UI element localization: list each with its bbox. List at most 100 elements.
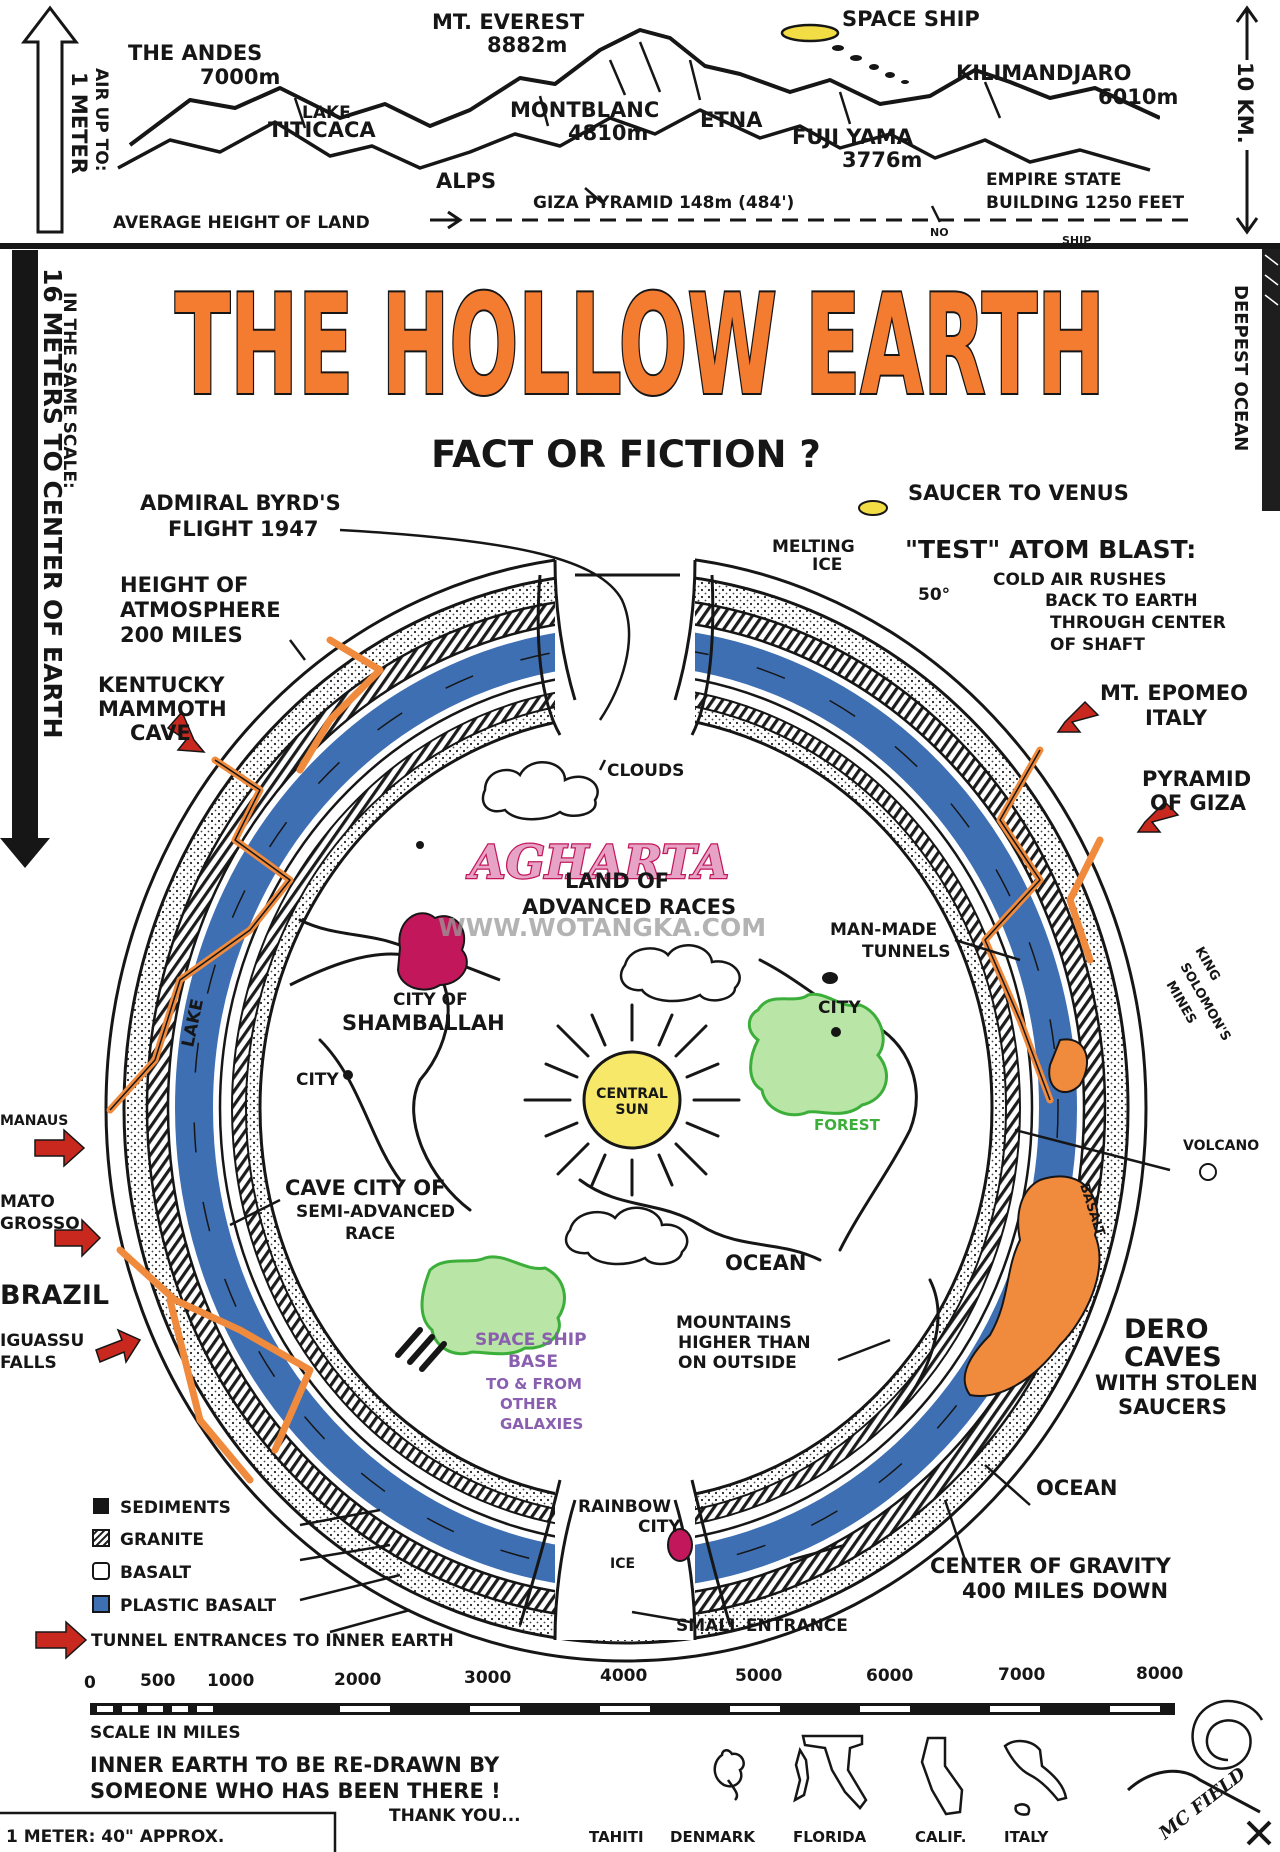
label-stolen-2: SAUCERS [1118, 1395, 1227, 1419]
scale-tick-7000: 7000 [998, 1665, 1045, 1685]
label-dero-2: CAVES [1124, 1342, 1222, 1373]
label-pyramid-1: PYRAMID [1142, 767, 1251, 791]
central-sun [523, 1003, 741, 1197]
label-avg-height: AVERAGE HEIGHT OF LAND [113, 213, 370, 233]
label-air-1: AIR UP TO: [91, 68, 111, 172]
label-stolen-1: WITH STOLEN [1095, 1371, 1258, 1395]
space-ship-trail [832, 45, 909, 84]
label-atom-5: OF SHAFT [1050, 635, 1145, 655]
label-cave-city-1: CAVE CITY OF [285, 1176, 445, 1200]
legend-item-granite: GRANITE [120, 1530, 204, 1550]
scale-tick-3000: 3000 [464, 1668, 511, 1688]
label-gravity-1: CENTER OF GRAVITY [930, 1554, 1172, 1578]
scale-tick-4000: 4000 [600, 1666, 647, 1686]
label-epomeo-1: MT. EPOMEO [1100, 681, 1248, 705]
rainbow-city-icon [667, 1528, 693, 1562]
label-atmosphere-3: 200 MILES [120, 623, 243, 647]
label-cave-city-3: RACE [345, 1224, 395, 1244]
label-andes-2: 7000m [200, 65, 280, 89]
label-mato-2: GROSSO [0, 1214, 80, 1234]
down-arrow-icon [0, 250, 50, 868]
mountain-ridge-front [117, 108, 1151, 172]
label-iguassu-2: FALLS [0, 1353, 57, 1373]
map-label-california: CALIF. [915, 1828, 967, 1846]
sediments-swatch-icon [93, 1498, 109, 1514]
north-shaft [536, 559, 715, 736]
scale-tick-0: 0 [84, 1673, 96, 1693]
red-arrow-icon [1136, 800, 1180, 833]
label-atmosphere-1: HEIGHT OF [120, 573, 248, 597]
label-clouds: CLOUDS [607, 761, 684, 781]
label-kentucky-3: CAVE [130, 721, 191, 745]
label-melting-2: ICE [812, 555, 842, 575]
label-atom-3: BACK TO EARTH [1045, 591, 1198, 611]
label-tiny-no: NO [930, 226, 949, 239]
scale-tick-1000: 1000 [207, 1671, 254, 1691]
label-land-1: LAND OF [565, 869, 669, 893]
spiral-icon [1191, 1699, 1264, 1770]
scale-tick-5000: 5000 [735, 1666, 782, 1686]
label-rainbow-2: CITY [638, 1517, 681, 1537]
label-manaus: MANAUS [0, 1113, 68, 1129]
poster-title: THE HOLLOW EARTH [175, 265, 1105, 426]
legend-item-sediments: SEDIMENTS [120, 1498, 231, 1518]
map-label-tahiti: TAHITI [589, 1828, 644, 1846]
ten-km-scale: 10 KM. [1232, 5, 1262, 235]
label-space-ship-top: SPACE SHIP [842, 7, 980, 31]
red-arrow-icon [1056, 700, 1100, 733]
label-land-2: ADVANCED RACES [522, 895, 736, 919]
label-titicaca-1: LAKE [302, 103, 351, 123]
note-line-1: INNER EARTH TO BE RE-DRAWN BY [90, 1753, 500, 1777]
label-everest-1: MT. EVEREST [432, 10, 585, 34]
label-gravity-2: 400 MILES DOWN [962, 1579, 1168, 1603]
label-atom-4: THROUGH CENTER [1050, 613, 1226, 633]
label-mato-1: MATO [0, 1192, 55, 1212]
tahiti-map-icon [713, 1749, 745, 1801]
label-city-left: CITY [296, 1070, 339, 1090]
label-ocean-outer: OCEAN [1036, 1476, 1117, 1500]
label-saucer-venus: SAUCER TO VENUS [908, 481, 1129, 505]
label-volcano: VOLCANO [1183, 1138, 1259, 1154]
label-andes-1: THE ANDES [128, 41, 262, 65]
legend-item-basalt: BASALT [120, 1563, 192, 1583]
label-fuji-2: 3776m [842, 148, 922, 172]
label-deg50: 50° [918, 585, 950, 605]
red-arrow-icon [54, 1218, 102, 1258]
label-empire-1: EMPIRE STATE [986, 170, 1122, 190]
label-iguassu-1: IGUASSU [0, 1331, 84, 1351]
label-etna: ETNA [700, 108, 763, 132]
label-dero-1: DERO [1124, 1314, 1209, 1345]
label-montblanc-1: MONTBLANC [510, 98, 659, 122]
leader-lines [229, 639, 1171, 1634]
label-byrd-1: ADMIRAL BYRD'S [140, 491, 341, 515]
mountain-profile: THE ANDES 7000m MT. EVEREST 8882m SPACE … [113, 7, 1190, 247]
legend-tunnel-entrances: TUNNEL ENTRANCES TO INNER EARTH [91, 1631, 454, 1651]
cloud-icon [564, 1206, 689, 1266]
cloud-icon [619, 944, 741, 1003]
bottom-notes: INNER EARTH TO BE RE-DRAWN BY SOMEONE WH… [0, 1753, 521, 1852]
label-scale-note: IN THE SAME SCALE: [59, 292, 79, 489]
label-forest: FOREST [814, 1116, 881, 1134]
label-sun-2: SUN [615, 1102, 648, 1118]
label-mountains-3: ON OUTSIDE [678, 1353, 797, 1373]
label-deepest-ocean: DEEPEST OCEAN [1230, 285, 1251, 451]
air-arrow: AIR UP TO: 1 METER [20, 5, 111, 234]
scale-caption: SCALE IN MILES [90, 1723, 241, 1743]
poster-subtitle: FACT OR FICTION ? [431, 433, 821, 476]
label-spacebase-4: OTHER [500, 1395, 558, 1413]
cloud-icon [481, 761, 599, 821]
mountain-ridge-back [128, 28, 1161, 147]
saucer-icon [858, 500, 888, 516]
shamballah-city [289, 912, 501, 991]
tunnel-veins-outline [109, 749, 1051, 1111]
basalt-swatch-icon [92, 1562, 110, 1580]
atmosphere-line [104, 553, 1148, 1663]
legend: SEDIMENTS GRANITE BASALT PLASTIC BASALT … [91, 1498, 454, 1651]
label-giza-top: GIZA PYRAMID 148m (484') [533, 193, 794, 213]
label-spacebase-5: GALAXIES [500, 1415, 583, 1433]
label-kilimanjaro-1: KILIMANDJARO [956, 61, 1132, 85]
label-everest-2: 8882m [487, 33, 567, 57]
map-label-denmark: DENMARK [670, 1828, 756, 1846]
note-line-2: SOMEONE WHO HAS BEEN THERE ! [90, 1779, 501, 1803]
